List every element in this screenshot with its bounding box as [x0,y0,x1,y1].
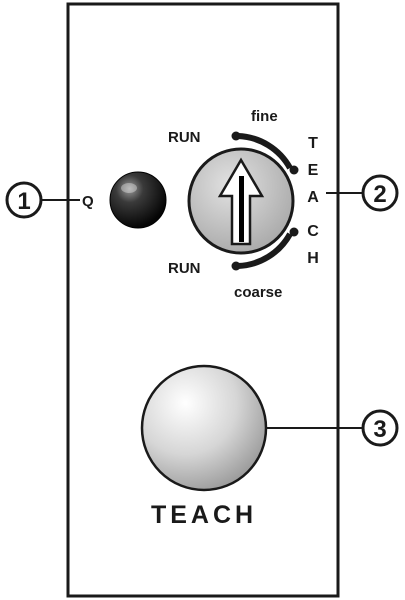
led-highlight [121,183,137,193]
mode-selector[interactable] [187,147,295,255]
teach-letter-t: T [308,135,318,152]
callout-2-circle [361,174,399,212]
callout-1-number: 1 [17,188,30,215]
callout-2-number: 2 [373,181,386,208]
teach-letter-c: C [307,223,319,240]
fine-range-arc [237,133,293,170]
fine-label: fine [251,108,278,125]
callout-3: 3 [266,409,399,447]
run-top-dot [231,131,241,141]
teach-coarse-dot [289,227,299,237]
device-panel [66,2,340,598]
teach-fine-dot [289,165,299,175]
teach-letter-a: A [307,189,319,206]
run-bottom-label: RUN [168,260,201,277]
teach-letter-h: H [307,250,319,267]
teach-button-label: TEACH [151,501,257,529]
run-top-label: RUN [168,129,201,146]
coarse-label: coarse [234,284,282,301]
led-label: Q [82,193,94,210]
teach-vertical-label: T E A C H [307,135,319,267]
selector-pointer-line [239,176,244,242]
output-led [109,171,167,229]
callout-1: 1 [5,181,80,219]
teach-letter-e: E [308,162,319,179]
callout-3-circle [361,409,399,447]
run-bottom-dot [231,261,241,271]
teach-button[interactable] [140,364,268,492]
callout-3-number: 3 [373,416,386,443]
coarse-range-arc [237,232,293,269]
callout-2: 2 [326,174,399,212]
